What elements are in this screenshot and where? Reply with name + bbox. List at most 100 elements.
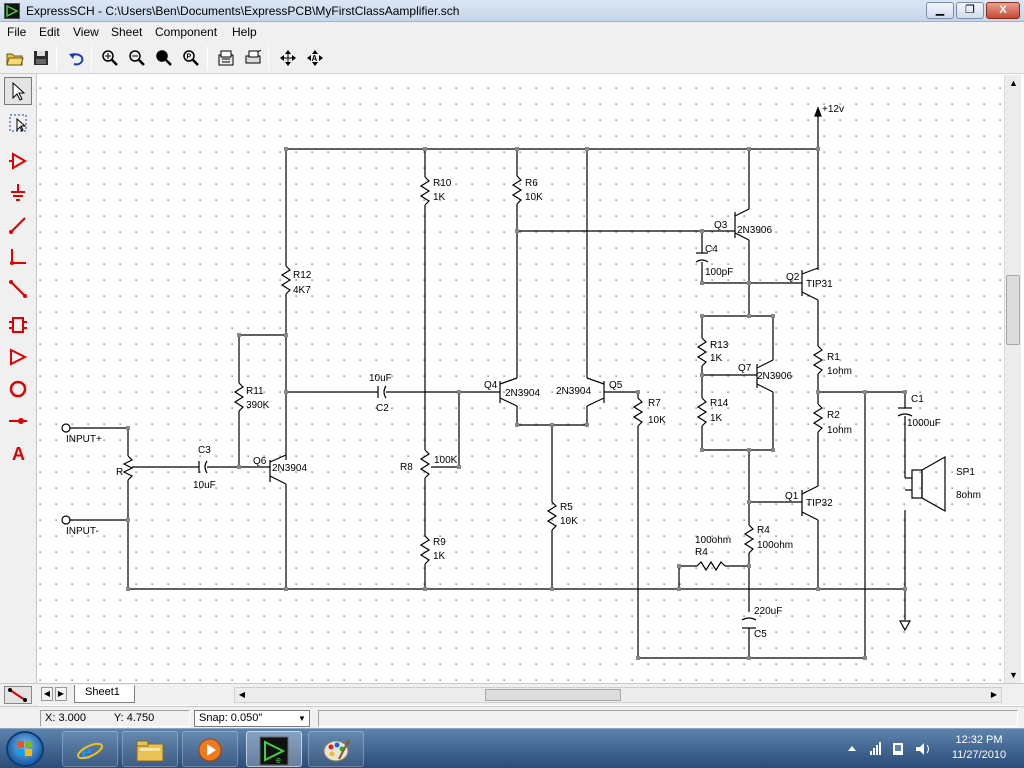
zoom-out-button[interactable]	[125, 46, 148, 69]
svg-text:P: P	[187, 54, 192, 61]
scroll-down-icon[interactable]: ▼	[1009, 670, 1018, 680]
taskbar-file-explorer[interactable]	[122, 731, 178, 767]
component-box-tool[interactable]	[4, 311, 32, 339]
label-sp1: SP1	[956, 467, 975, 478]
taskbar-media-player[interactable]	[182, 731, 238, 767]
scroll-left-icon[interactable]: ◀	[238, 690, 246, 699]
menu-help[interactable]: Help	[232, 25, 257, 39]
component-tool[interactable]	[4, 147, 32, 175]
label-r12: R12	[293, 270, 312, 281]
bend-wire-tool[interactable]	[4, 243, 32, 271]
action-center-icon[interactable]	[893, 743, 903, 755]
triangle-tool[interactable]	[4, 343, 32, 371]
volume-icon[interactable]	[916, 743, 929, 755]
properties-button[interactable]	[214, 46, 237, 69]
label-c3: C3	[198, 445, 211, 456]
label-r1: R1	[827, 352, 840, 363]
taskbar-clock[interactable]: 12:32 PM 11/27/2010	[944, 733, 1014, 763]
label-r11: R11	[246, 386, 264, 397]
label-r9-value: 1K	[433, 551, 446, 562]
save-button[interactable]	[29, 46, 52, 69]
auto-arrange-button[interactable]: A	[303, 46, 326, 69]
menu-view[interactable]: View	[73, 25, 99, 39]
pin-icon	[9, 418, 27, 424]
label-r11-value: 390K	[246, 400, 270, 411]
label-q5: Q5	[609, 380, 623, 391]
wire-tool[interactable]	[4, 211, 32, 239]
open-button[interactable]	[3, 46, 26, 69]
sheet-next-icon[interactable]: ▶	[55, 687, 67, 701]
label-c2-value: 10uF	[369, 373, 392, 384]
label-r4-horizontal: R4	[695, 547, 708, 558]
open-icon	[6, 53, 24, 66]
drag-zoom-tool[interactable]	[4, 686, 32, 704]
start-button[interactable]	[6, 731, 44, 767]
svg-text:e: e	[81, 739, 92, 764]
cursor-x: X: 3.000	[45, 712, 86, 724]
text-tool[interactable]: A	[4, 439, 32, 467]
label-r1-value: 1ohm	[827, 366, 852, 377]
snap-select[interactable]: Snap: 0.050" ▼	[194, 710, 310, 727]
label-r14: R14	[710, 398, 729, 409]
label-c5-value: 220uF	[754, 606, 782, 617]
center-button[interactable]	[276, 46, 299, 69]
ic-box-icon	[9, 317, 27, 333]
menu-file[interactable]: File	[7, 25, 27, 39]
print-button[interactable]	[241, 46, 264, 69]
select-tool[interactable]	[4, 77, 32, 105]
ground-icon	[11, 184, 25, 201]
scroll-right-icon[interactable]: ▶	[990, 690, 998, 699]
sheet-prev-icon[interactable]: ◀	[41, 687, 53, 701]
maximize-button[interactable]: ❐	[956, 2, 984, 19]
schematic-canvas[interactable]: +12v R10 1K R6 10K Q3 2N3906 C4 100pF Q2…	[38, 75, 1005, 683]
menu-sheet[interactable]: Sheet	[111, 25, 143, 39]
label-r5-value: 10K	[560, 516, 578, 527]
label-q2-value: TIP31	[806, 279, 833, 290]
print-icon	[245, 49, 262, 64]
label-c4-value: 100pF	[705, 267, 733, 278]
circle-icon	[9, 380, 27, 398]
undo-button[interactable]	[64, 46, 87, 69]
internet-explorer-icon: e	[77, 739, 103, 764]
network-icon[interactable]	[870, 742, 881, 755]
horizontal-scrollbar[interactable]: ◀ ▶	[234, 687, 1002, 703]
menu-component[interactable]: Component	[155, 25, 218, 39]
ground-tool[interactable]	[4, 179, 32, 207]
zoom-fit-button[interactable]	[152, 46, 175, 69]
label-q2: Q2	[786, 272, 800, 283]
tab-sheet1[interactable]: Sheet1	[74, 685, 135, 703]
label-r4-horizontal-value: 100ohm	[695, 535, 731, 546]
taskbar-paint[interactable]	[308, 731, 364, 767]
close-button[interactable]: X	[986, 2, 1020, 19]
zoom-in-button[interactable]	[98, 46, 121, 69]
vertical-scrollbar[interactable]: ▲ ▼	[1004, 75, 1021, 683]
vertical-scroll-thumb[interactable]	[1006, 275, 1020, 345]
circle-tool[interactable]	[4, 375, 32, 403]
label-r2-value: 1ohm	[827, 425, 852, 436]
show-hidden-icons-icon[interactable]	[848, 746, 856, 751]
scroll-up-icon[interactable]: ▲	[1009, 78, 1018, 88]
minimize-button[interactable]: ▁	[926, 2, 954, 19]
windows-logo-icon	[17, 741, 32, 756]
taskbar-expresssch[interactable]: e	[246, 731, 302, 767]
zoom-previous-button[interactable]: P	[179, 46, 202, 69]
menu-bar: File Edit View Sheet Component Help	[0, 22, 1024, 42]
bend-wire-icon	[10, 249, 26, 265]
taskbar-internet-explorer[interactable]: e	[62, 731, 118, 767]
label-c1: C1	[911, 394, 924, 405]
select-window-tool[interactable]	[4, 109, 32, 137]
diagonal-wire-tool[interactable]	[4, 275, 32, 303]
svg-text:e: e	[276, 755, 281, 765]
horizontal-scroll-thumb[interactable]	[485, 689, 621, 701]
wire-icon	[9, 217, 26, 234]
properties-icon	[218, 50, 234, 66]
file-explorer-icon	[136, 740, 164, 762]
label-vcc: +12v	[822, 104, 844, 115]
paint-icon	[323, 739, 350, 762]
media-player-icon	[198, 738, 222, 762]
menu-edit[interactable]: Edit	[39, 25, 60, 39]
label-r8-value: 100K	[434, 455, 458, 466]
zoom-out-icon	[129, 50, 145, 66]
pin-tool[interactable]	[4, 407, 32, 435]
cursor-y: Y: 4.750	[113, 712, 155, 724]
